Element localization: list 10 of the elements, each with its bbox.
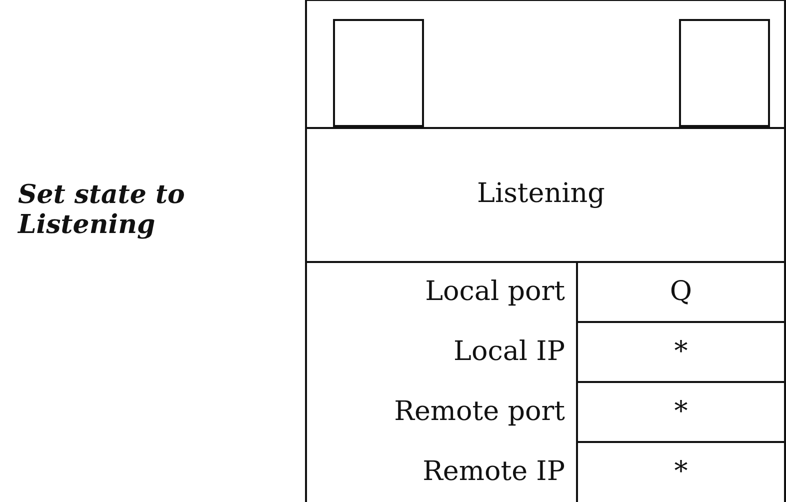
field-value: * <box>674 396 688 427</box>
field-value: Q <box>670 276 692 307</box>
state-text: Listening <box>477 178 605 209</box>
field-name: Local port <box>425 276 565 307</box>
field-name: Remote IP <box>422 456 565 487</box>
note-text: Set state to Listening <box>18 180 185 240</box>
field-name: Remote port <box>394 396 565 427</box>
field-value: * <box>674 456 688 487</box>
field-value: * <box>674 336 688 367</box>
field-name: Local IP <box>454 336 565 367</box>
